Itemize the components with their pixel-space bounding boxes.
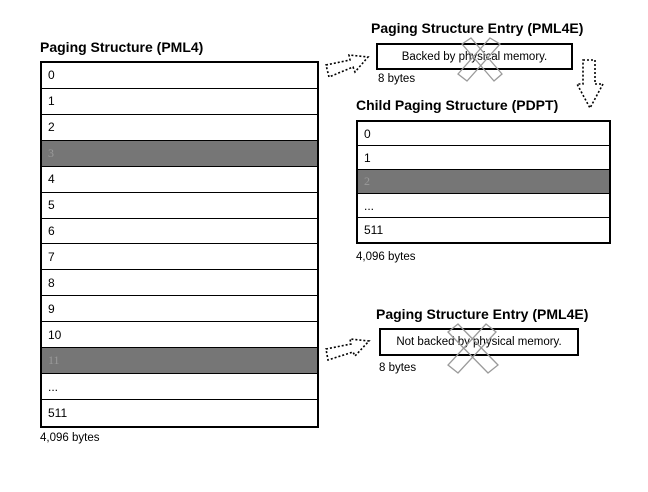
arrow-right-icon (325, 338, 371, 362)
pdpt-row-label: 1 (364, 150, 371, 165)
pml4-row-label: 0 (48, 68, 55, 83)
entry-bottom-text: Not backed by physical memory. (396, 336, 562, 348)
cross-icon (457, 37, 503, 82)
entry-top-title: Paging Structure Entry (PML4E) (371, 20, 584, 36)
pdpt-row-label: ... (364, 198, 375, 213)
pml4-size-label: 4,096 bytes (40, 432, 100, 444)
pml4-row-label: 511 (48, 405, 68, 420)
pml4-row-entry: 511 (42, 400, 317, 426)
pml4-row-entry: ... (42, 374, 317, 400)
pml4-row-entry: 10 (42, 322, 317, 349)
pml4-row-label: ... (48, 379, 59, 394)
pml4-row-entry: 9 (42, 296, 317, 323)
pml4-row-entry: 7 (42, 244, 317, 271)
pdpt-row-highlighted: 2 (358, 170, 609, 194)
pdpt-row-entry: ... (358, 194, 609, 218)
pml4-row-label: 5 (48, 198, 55, 213)
pdpt-row-label: 0 (364, 126, 371, 141)
cross-icon (447, 323, 499, 374)
pml4-row-entry: 4 (42, 167, 317, 193)
arrow-down-icon (575, 59, 605, 110)
pml4-row-label: 9 (48, 301, 55, 316)
entry-top-box: Backed by physical memory. (376, 43, 573, 70)
pml4-row-entry: 8 (42, 270, 317, 297)
pml4-title: Paging Structure (PML4) (40, 39, 204, 55)
pml4-row-highlighted: 3 (42, 140, 317, 167)
pdpt-table: 0 1 2... 511 (356, 120, 611, 244)
pml4-row-label: 11 (48, 353, 60, 368)
entry-bottom-size-label: 8 bytes (379, 362, 417, 374)
pml4-row-label: 6 (48, 223, 55, 238)
pdpt-row-label: 511 (364, 223, 384, 237)
pml4-row-entry: 6 (42, 219, 317, 245)
pdpt-row-label: 2 (364, 174, 370, 188)
pml4-row-entry: 0 (42, 63, 317, 89)
pml4-row-label: 4 (48, 172, 55, 187)
pdpt-row-entry: 511 (358, 218, 609, 242)
pml4-row-entry: 5 (42, 193, 317, 219)
arrow-right-icon (325, 54, 370, 79)
pml4-table: 0 1 2 3 4 5 6 7 8 9 10 11... 511 (40, 61, 319, 428)
pml4-row-label: 10 (48, 327, 62, 342)
pml4-row-entry: 1 (42, 89, 317, 115)
entry-top-size-label: 8 bytes (378, 73, 416, 85)
pdpt-row-entry: 1 (358, 146, 609, 170)
pml4-row-highlighted: 11 (42, 348, 317, 375)
pdpt-size-label: 4,096 bytes (356, 251, 416, 263)
pml4-row-label: 2 (48, 120, 55, 135)
pdpt-row-entry: 0 (358, 122, 609, 146)
pml4-row-label: 3 (48, 145, 54, 160)
pml4-row-label: 8 (48, 275, 55, 290)
pml4-row-label: 1 (48, 94, 55, 109)
pml4-row-entry: 2 (42, 115, 317, 141)
pdpt-title: Child Paging Structure (PDPT) (356, 97, 559, 113)
entry-bottom-box: Not backed by physical memory. (379, 328, 579, 356)
pml4-row-label: 7 (48, 249, 55, 264)
entry-top-text: Backed by physical memory. (401, 50, 548, 63)
entry-bottom-title: Paging Structure Entry (PML4E) (376, 306, 589, 322)
